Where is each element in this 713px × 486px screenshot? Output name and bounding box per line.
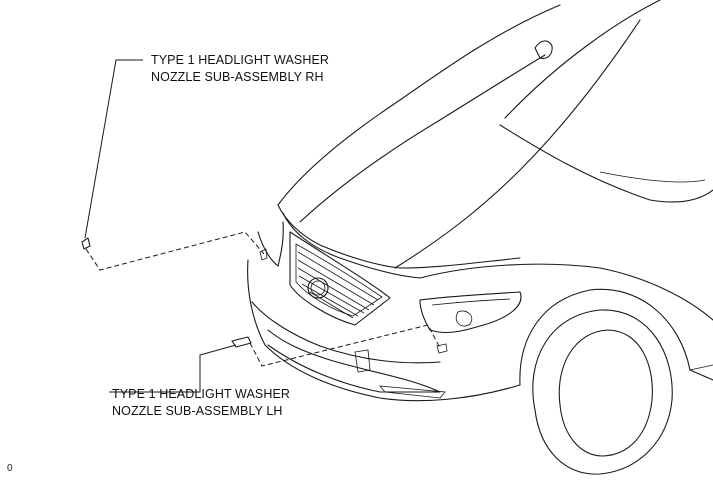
callout-lh-line1: TYPE 1 HEADLIGHT WASHER <box>112 387 291 401</box>
hood-outline <box>277 4 561 206</box>
rh-nozzle-mount <box>259 248 268 261</box>
tire-inner <box>558 329 653 457</box>
headlight-lh-inner <box>431 298 511 306</box>
emblem-inner <box>310 280 326 296</box>
callout-rh-line1: TYPE 1 HEADLIGHT WASHER <box>151 53 330 67</box>
callout-rh-line2: NOZZLE SUB-ASSEMBLY RH <box>151 70 324 84</box>
bumper-upper-line <box>251 301 441 364</box>
fog-lamp-lh <box>354 349 371 373</box>
callout-rh-nozzle: TYPE 1 HEADLIGHT WASHER NOZZLE SUB-ASSEM… <box>151 52 329 86</box>
grille-outline <box>289 231 391 326</box>
headlight-lh <box>419 291 522 334</box>
side-mirror <box>534 40 553 59</box>
grille-inner <box>295 243 383 317</box>
fender-top <box>419 263 713 321</box>
figure-code: 0 <box>7 463 13 474</box>
wheel-arch <box>519 288 713 386</box>
lh-install-path <box>249 324 441 367</box>
hood-center-crease <box>299 54 546 223</box>
front-bumper <box>247 259 521 402</box>
lower-intake <box>267 329 441 393</box>
hood-front-edge <box>277 204 521 269</box>
hood-right-crease <box>394 19 641 269</box>
rh-leader-line <box>84 59 143 239</box>
headlight-lh-lens <box>455 310 473 327</box>
lower-grille-slot <box>379 385 446 399</box>
callout-lh-line2: NOZZLE SUB-ASSEMBLY LH <box>112 404 283 418</box>
rh-nozzle-part <box>81 237 91 250</box>
callout-lh-nozzle: TYPE 1 HEADLIGHT WASHER NOZZLE SUB-ASSEM… <box>112 386 290 420</box>
emblem <box>307 277 329 299</box>
lh-nozzle-mount <box>436 343 448 354</box>
windshield-frame <box>504 0 661 119</box>
windshield-lower-edge <box>499 124 713 203</box>
lh-leader-line <box>109 344 237 393</box>
rh-install-path <box>85 231 265 271</box>
tire-outer <box>532 309 673 475</box>
rocker-line <box>689 364 713 371</box>
wiper <box>599 171 706 183</box>
headlight-rh <box>257 221 284 267</box>
grille-bars <box>297 251 379 319</box>
hood-front-edge-lower <box>282 212 421 279</box>
